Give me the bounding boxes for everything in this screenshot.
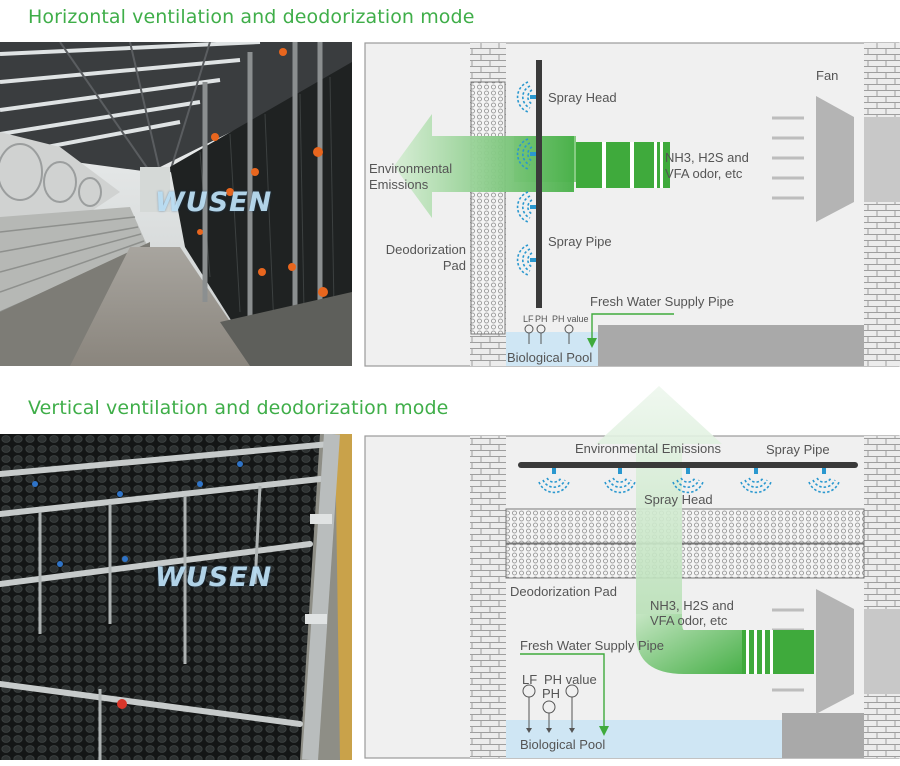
spray-pipe-horizontal: [518, 462, 858, 468]
deodorization-pad-lower: [505, 543, 865, 579]
biological-pool: [506, 332, 598, 366]
odor-label-4: VFA odor, etc: [650, 613, 728, 628]
pool-wall: [598, 325, 864, 366]
spray-head-icon: [808, 477, 840, 494]
spray-pipe-label-2: Spray Pipe: [766, 442, 830, 457]
spray-head-icon: [516, 81, 533, 113]
right-brick-wall-2: [864, 436, 900, 758]
pad-top-photo-illustration: [0, 434, 352, 760]
ph-value-label-2: PH value: [544, 672, 597, 687]
horizontal-mode-diagram: Spray Head Fan Environmental Emissions N…: [364, 42, 900, 368]
vertical-photo-watermark: WUSEN: [155, 562, 273, 593]
odor-label-1: NH3, H2S and: [665, 150, 749, 165]
green-airflow-bars-2: [742, 630, 814, 674]
emission-arrow-up: [596, 386, 722, 614]
spray-pipe-label: Spray Pipe: [548, 234, 612, 249]
spray-head-label-2: Spray Head: [644, 492, 713, 507]
vertical-frame: [364, 435, 900, 759]
biological-pool-label: Biological Pool: [507, 350, 592, 365]
pad-label-2: Pad: [443, 258, 466, 273]
odor-label-2: VFA odor, etc: [665, 166, 743, 181]
spray-head-icon: [740, 477, 772, 494]
biological-pool-2: [506, 720, 782, 758]
horizontal-frame: [364, 42, 900, 367]
vertical-mode-title: Vertical ventilation and deodorization m…: [28, 397, 449, 419]
fresh-water-pipe-line: [591, 313, 674, 342]
horizontal-mode-title: Horizontal ventilation and deodorization…: [28, 6, 475, 28]
spray-head-icon: [516, 138, 533, 170]
spray-head-icon: [516, 244, 533, 276]
ph-value-label: PH value: [552, 314, 589, 324]
fresh-water-label: Fresh Water Supply Pipe: [590, 294, 734, 309]
horizontal-mode-photo: WUSEN: [0, 42, 352, 366]
sensor-probes-icon-2: [522, 684, 579, 730]
fresh-water-pipe-line-2: [520, 653, 605, 730]
env-emissions-label: Environmental Emissions: [575, 441, 721, 456]
odor-label-3: NH3, H2S and: [650, 598, 734, 613]
vertical-mode-diagram: Environmental Emissions Spray Pipe Spray…: [364, 384, 900, 760]
biological-pool-label-2: Biological Pool: [520, 737, 605, 752]
spray-head-icon: [538, 477, 570, 494]
fresh-water-arrow-icon-2: [599, 726, 609, 736]
fresh-water-label-2: Fresh Water Supply Pipe: [520, 638, 664, 653]
ph-label: PH: [535, 314, 548, 324]
lf-label-2: LF: [522, 672, 537, 687]
lf-label: LF: [523, 314, 534, 324]
spray-head-icon: [604, 477, 636, 494]
spray-head-icon: [516, 191, 533, 223]
curved-airflow: [636, 614, 742, 674]
spray-head-icon: [672, 477, 704, 494]
fresh-water-arrow-icon: [587, 338, 597, 348]
right-brick-wall: [864, 43, 900, 366]
emission-arrow-left: [394, 114, 574, 218]
pad-label-1: Deodorization: [386, 242, 466, 257]
env-emissions-label-2: Emissions: [369, 177, 429, 192]
spray-pipe-vertical: [536, 60, 542, 308]
env-emissions-label-1: Environmental: [369, 161, 452, 176]
ph-label-2: PH: [542, 686, 560, 701]
horizontal-photo-watermark: WUSEN: [155, 187, 273, 218]
fan-label: Fan: [816, 68, 838, 83]
deodorization-pad-upper: [505, 508, 865, 544]
pad-label: Deodorization Pad: [510, 584, 617, 599]
corridor-photo-illustration: [0, 42, 352, 366]
sensor-probes-icon: [524, 324, 574, 344]
vertical-mode-photo: WUSEN: [0, 434, 352, 760]
deodorization-pad: [470, 81, 506, 335]
left-brick-wall-2: [470, 436, 506, 758]
spray-head-label: Spray Head: [548, 90, 617, 105]
fan-icon: [772, 96, 900, 222]
pool-wall-2: [782, 713, 864, 758]
